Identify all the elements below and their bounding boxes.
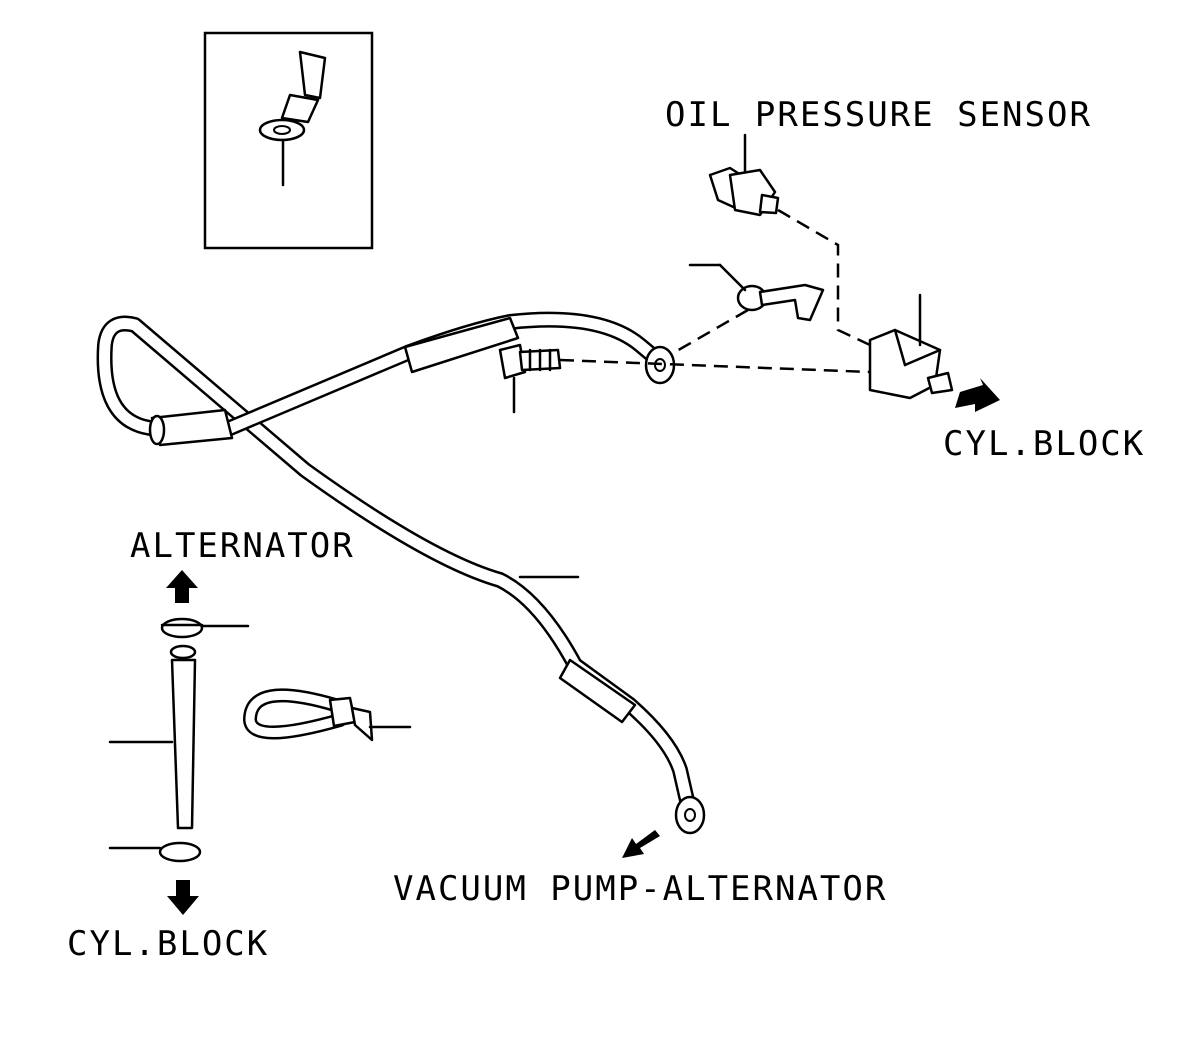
label-alternator: ALTERNATOR [130,526,355,566]
arrow-to-vacuum-pump [622,830,660,858]
label-cyl-block-bottom: CYL.BLOCK [67,924,269,964]
arrow-to-cyl-block-bottom [167,880,199,915]
left-hose-assembly [108,570,250,915]
arrow-to-cyl-block-right [955,378,1000,412]
label-cyl-block-right: CYL.BLOCK [943,424,1145,464]
inset-detail [203,31,374,250]
main-oil-pipe [96,311,706,835]
connector-block [868,293,1000,412]
banjo-bolt [498,343,871,414]
arrow-to-alternator [166,570,198,603]
cable-tie [242,688,412,742]
oil-pressure-sensor-part [708,133,871,347]
label-oil-pressure-sensor: OIL PRESSURE SENSOR [665,95,1092,135]
bracket-part [674,263,825,354]
label-vacuum-pump-alternator: VACUUM PUMP-ALTERNATOR [393,869,887,909]
